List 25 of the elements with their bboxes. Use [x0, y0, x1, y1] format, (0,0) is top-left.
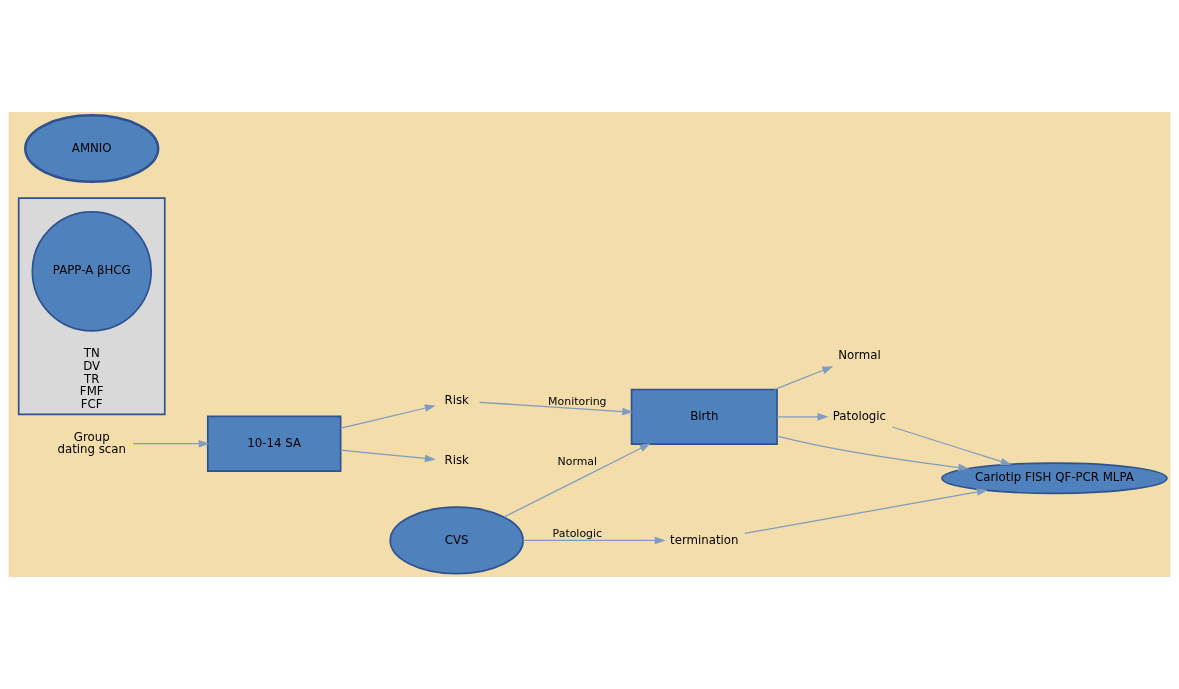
arrow: [503, 443, 651, 518]
node-ellipse: AMNIO: [24, 114, 160, 184]
node-text: Risk: [444, 453, 469, 468]
node-box: 10-14 SA: [206, 415, 342, 472]
node-text: termination: [670, 532, 739, 547]
node-text: Group dating scan: [57, 429, 126, 457]
edge-label: Normal: [557, 455, 598, 469]
node-circle: PAPP-A βHCG: [31, 211, 152, 332]
arrow: [776, 435, 970, 472]
arrow: [340, 449, 436, 463]
node-text: Normal: [838, 348, 881, 363]
arrow: [891, 426, 1012, 466]
node-text: Risk: [444, 392, 469, 407]
arrow: [132, 439, 210, 448]
arrow: [776, 413, 829, 421]
node-box: Birth: [630, 388, 778, 445]
node-text: Patologic: [832, 408, 887, 423]
arrow: [522, 536, 666, 545]
edge-label: Monitoring: [548, 394, 607, 408]
node-ellipse: CVS: [389, 506, 524, 575]
arrow: [478, 401, 634, 416]
arrow: [744, 488, 988, 534]
edge-label: Patologic: [552, 527, 603, 541]
arrow: [340, 404, 436, 429]
arrow: [773, 366, 834, 391]
